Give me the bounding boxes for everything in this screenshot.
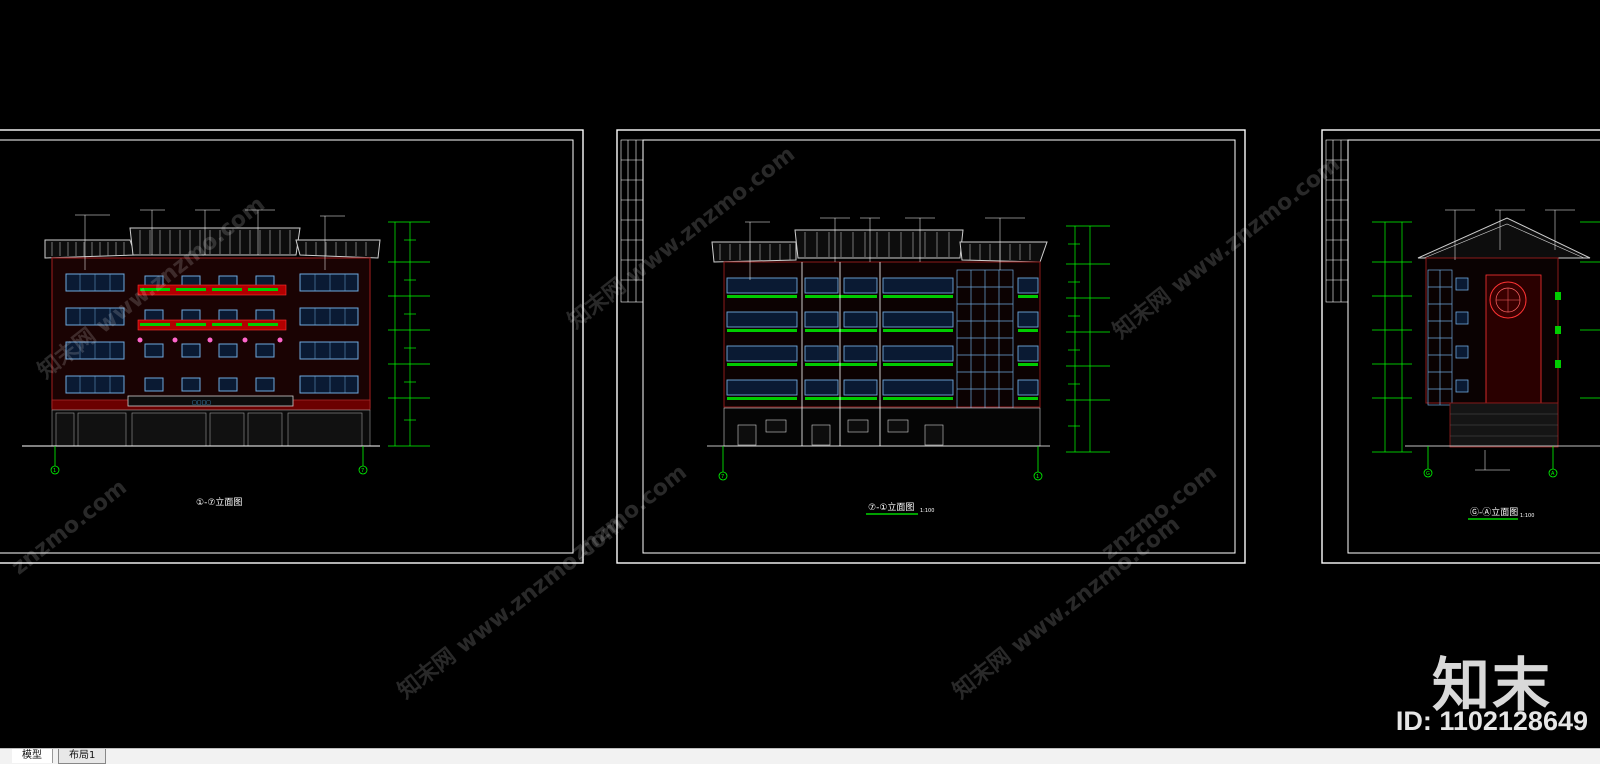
drawing-title-2: ⑦-①立面图 (868, 501, 914, 513)
sheet-1: □□□□ 1 7 ①-⑦立面图 (0, 129, 584, 564)
axis-label-d2-left: 7 (721, 474, 724, 480)
axis-label-d3-right: A (1551, 471, 1555, 477)
brand-logo: 知末 (1431, 651, 1552, 719)
axis-label-d3-left: G (1426, 471, 1430, 477)
drawing-title-1: ①-⑦立面图 (196, 496, 242, 508)
svg-text:□□□□: □□□□ (192, 400, 211, 406)
sheet-2: 7 1 ⑦-①立面图 1:100 (616, 129, 1246, 564)
brand-id: ID: 1102128649 (1395, 706, 1588, 736)
drawing-scale-3: 1:100 (1520, 513, 1534, 519)
drawing-scale-2: 1:100 (920, 508, 934, 514)
layout-tab-bar: 模型 布局1 (0, 748, 1600, 764)
sheet1-roof (44, 227, 381, 259)
sheet1-balconies (137, 284, 287, 343)
sheet-3: G A Ⓖ-Ⓐ立面图 1:100 (1321, 129, 1600, 564)
cad-drawing-canvas[interactable]: □□□□ 1 7 ①-⑦立面图 (0, 0, 1600, 748)
sheet2-windows (726, 277, 1039, 396)
drawing-title-3: Ⓖ-Ⓐ立面图 (1470, 506, 1518, 518)
sheet3-stair-glazing (1427, 269, 1453, 406)
sheet2-curtain-wall (956, 269, 1014, 409)
axis-label-d2-right: 1 (1036, 474, 1039, 480)
axis-label-d1-right: 7 (361, 468, 364, 474)
sheet1-shopfronts (51, 409, 371, 447)
axis-label-d1-left: 1 (53, 468, 56, 474)
tab-layout1[interactable]: 布局1 (58, 749, 107, 764)
sheet3-dimensions (1372, 221, 1600, 453)
tab-model[interactable]: 模型 (12, 749, 53, 763)
drawing-svg: □□□□ 1 7 ①-⑦立面图 (0, 129, 1600, 564)
sheet2-dimensions (1066, 225, 1110, 453)
sheet1-dimensions (388, 221, 430, 447)
